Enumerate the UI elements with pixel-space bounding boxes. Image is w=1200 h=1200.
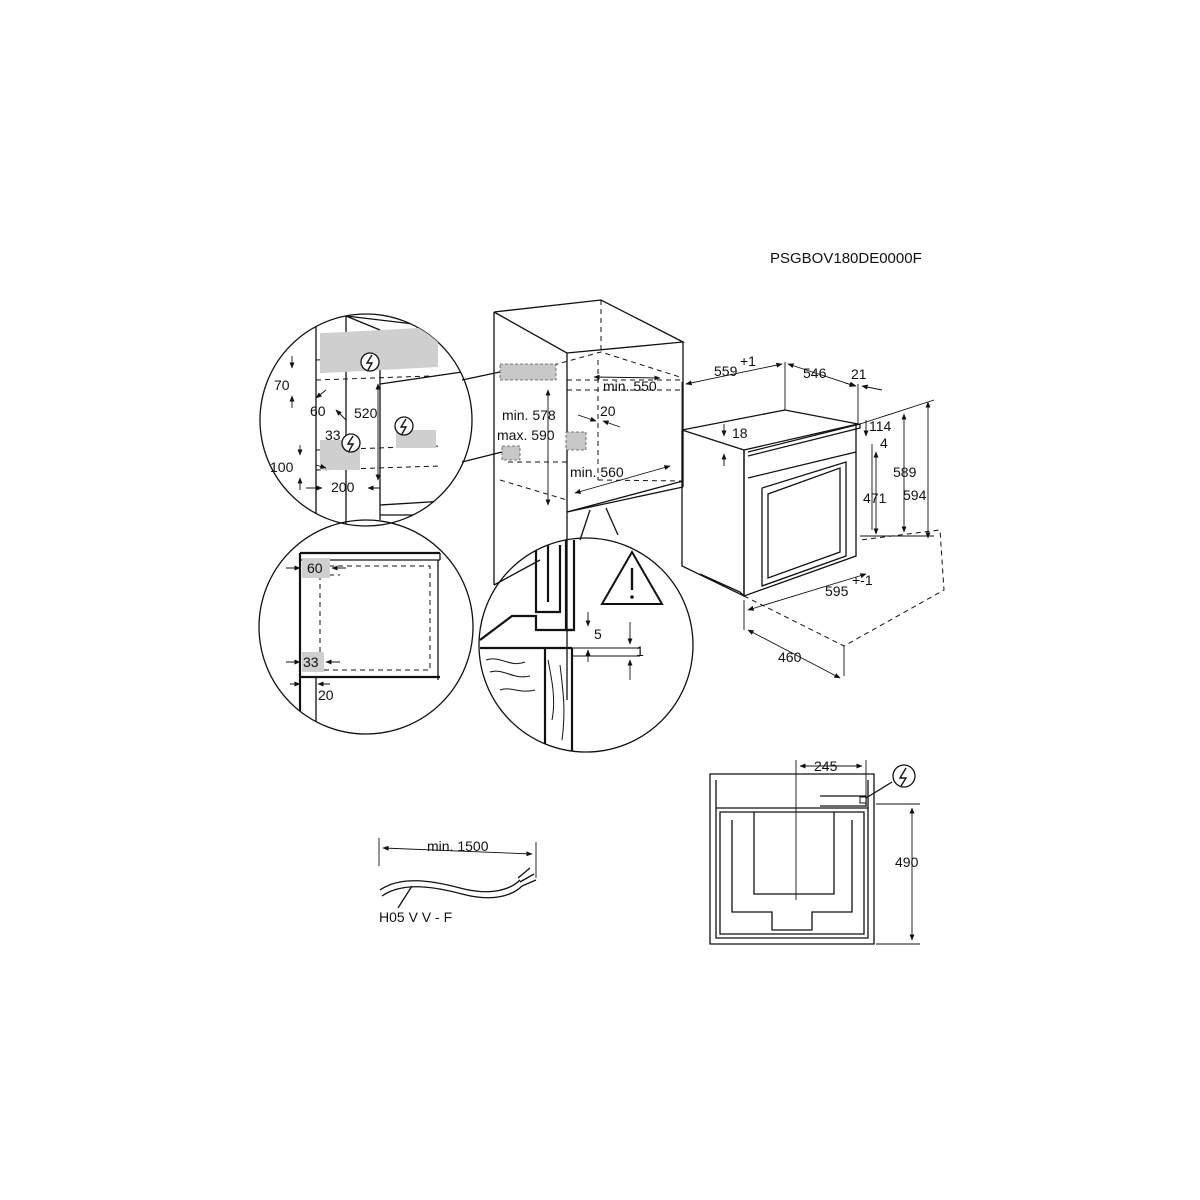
oven-height-589: 589 — [893, 464, 917, 480]
side-dim-33: 33 — [303, 654, 319, 670]
oven-drawing — [681, 362, 945, 679]
electric-connection-icon — [360, 352, 380, 372]
top-dim-200: 200 — [331, 479, 355, 495]
cable-type: H05 V V - F — [379, 909, 452, 925]
cabinet-min-width: min. 560 — [570, 464, 624, 480]
side-dim-60: 60 — [307, 560, 323, 576]
oven-depth-body: 546 — [803, 365, 827, 381]
side-dim-20: 20 — [318, 687, 334, 703]
oven-width-tolerance: +-1 — [852, 572, 873, 588]
detail-circle-gap: 5 1 — [478, 537, 694, 753]
oven-width: 595 — [825, 583, 849, 599]
back-dim-245: 245 — [814, 758, 838, 774]
gap-dim-5: 5 — [594, 626, 602, 642]
model-code: PSGBOV180DE0000F — [770, 250, 922, 267]
oven-dim-114: 114 — [869, 418, 892, 434]
oven-height-594: 594 — [903, 487, 927, 503]
electric-connection-icon — [394, 416, 414, 436]
top-dim-100: 100 — [270, 459, 294, 475]
gap-dim-1: 1 — [636, 643, 644, 659]
cable-length: min. 1500 — [427, 838, 489, 854]
cabinet-height-min: min. 578 — [502, 407, 556, 423]
back-view-drawing — [709, 760, 920, 945]
electric-connection-icon — [341, 433, 361, 453]
oven-front-thickness: 21 — [851, 366, 867, 382]
back-dim-490: 490 — [895, 854, 919, 870]
cabinet-gap: 20 — [600, 403, 616, 419]
top-dim-60: 60 — [310, 403, 326, 419]
oven-height-471: 471 — [863, 490, 887, 506]
detail-circle-top: 70 60 520 33 100 200 — [259, 313, 473, 527]
cabinet-niche: min. 550 20 min. 578 max. 590 min. 560 — [461, 299, 686, 700]
oven-depth-tolerance: +1 — [740, 353, 756, 369]
cable-drawing — [378, 838, 537, 909]
electric-connection-icon — [892, 764, 916, 788]
oven-depth-total: 559 — [714, 363, 738, 379]
warning-icon — [600, 549, 664, 605]
top-dim-520: 520 — [354, 405, 378, 421]
top-dim-70: 70 — [274, 377, 290, 393]
top-dim-33: 33 — [325, 427, 341, 443]
oven-dim-460: 460 — [778, 649, 802, 665]
cabinet-min-depth: min. 550 — [603, 378, 657, 394]
cabinet-height-max: max. 590 — [497, 427, 555, 443]
detail-circle-side: 60 33 20 — [258, 519, 474, 735]
oven-top-offset: 18 — [732, 425, 748, 441]
oven-dim-4: 4 — [880, 435, 888, 451]
